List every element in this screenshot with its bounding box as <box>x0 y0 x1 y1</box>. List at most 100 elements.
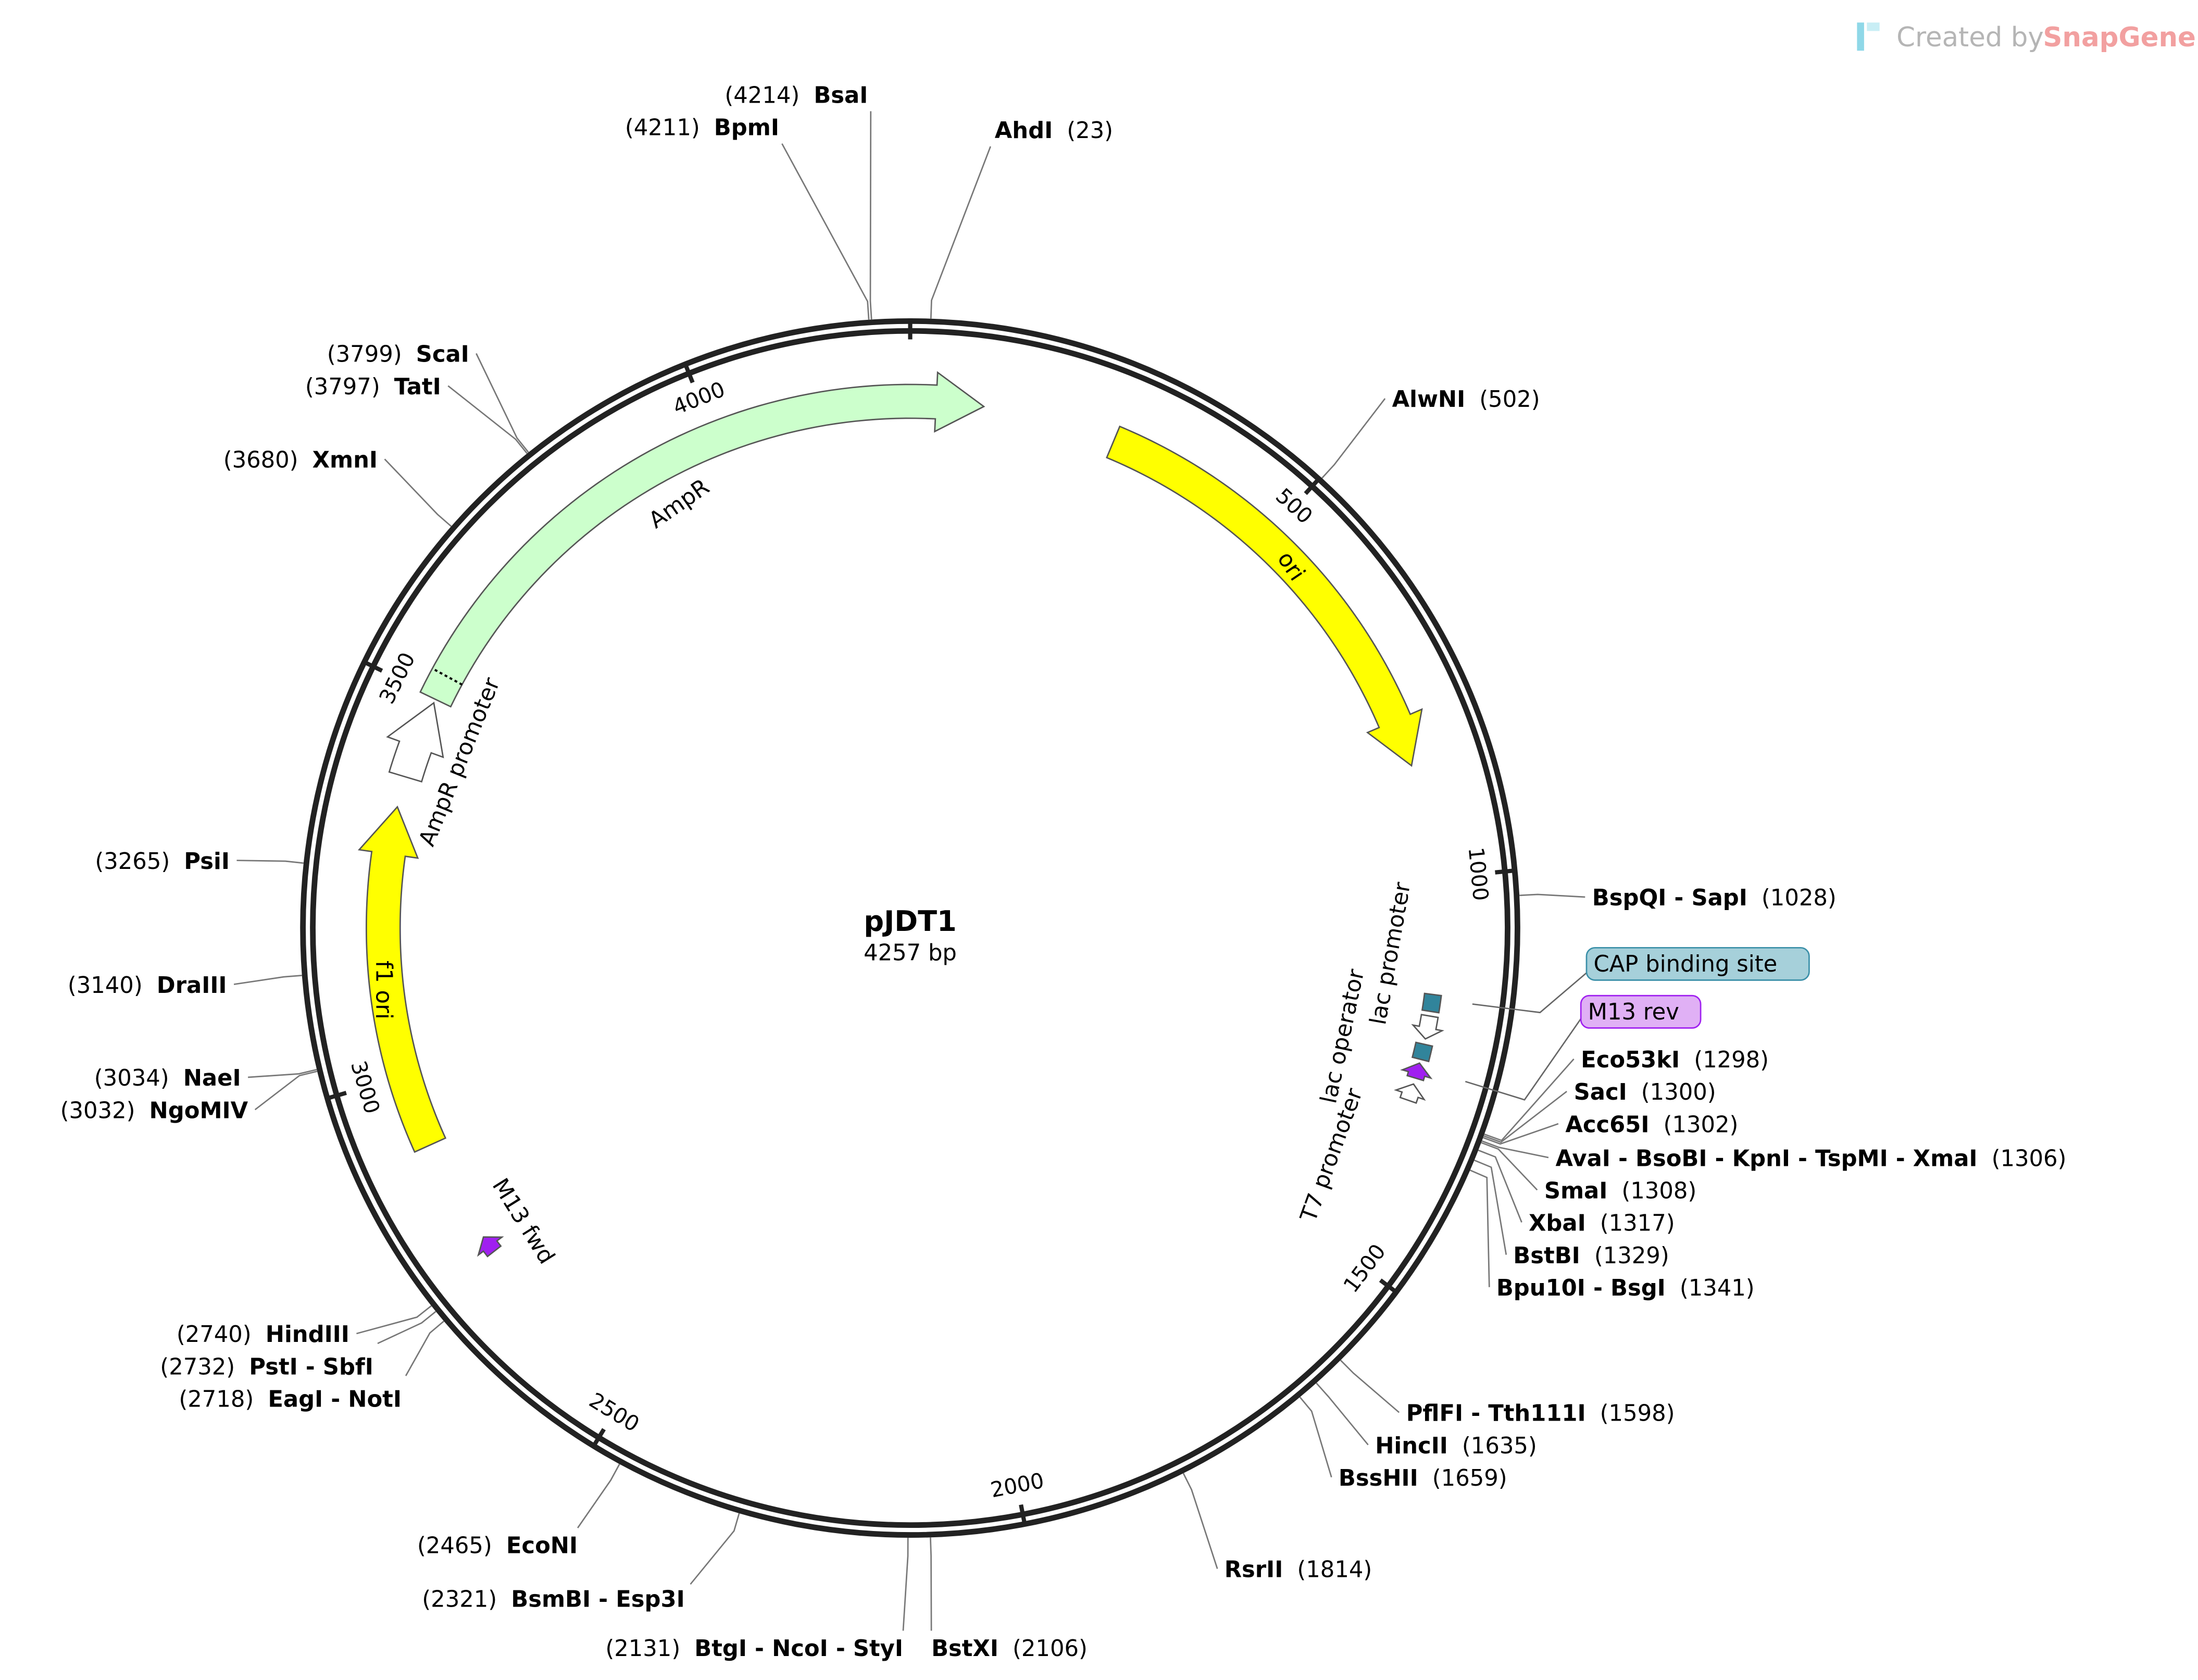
enzyme-label[interactable]: (2732)PstI - SbfI <box>160 1354 373 1380</box>
enzyme-site-btgi-ncoi-styi[interactable]: (2131)BtgI - NcoI - StyI <box>605 1636 903 1662</box>
enzyme-site-hincii[interactable]: HincII(1635) <box>1375 1433 1537 1459</box>
enzyme-label[interactable]: XbaI(1317) <box>1529 1211 1675 1237</box>
enzyme-label[interactable]: (3032)NgoMIV <box>60 1098 248 1124</box>
enzyme-label[interactable]: (2740)HindIII <box>177 1322 349 1348</box>
enzyme-label[interactable]: (3265)PsiI <box>95 849 230 875</box>
feature-ampr[interactable] <box>419 371 985 708</box>
enzyme-label[interactable]: AhdI(23) <box>995 118 1113 144</box>
enzyme-site-smai[interactable]: SmaI(1308) <box>1544 1178 1696 1204</box>
enzyme-name: HindIII <box>266 1322 349 1348</box>
feature-m13-rev[interactable] <box>1400 1062 1433 1081</box>
enzyme-leader-line <box>1469 1169 1490 1287</box>
enzyme-label[interactable]: BstBI(1329) <box>1513 1243 1669 1269</box>
enzyme-site-psii[interactable]: (3265)PsiI <box>95 849 230 875</box>
enzyme-site-bstxi[interactable]: BstXI(2106) <box>931 1636 1088 1662</box>
tick-mark <box>327 1090 347 1101</box>
enzyme-site-eagi-noti[interactable]: (2718)EagI - NotI <box>179 1387 402 1413</box>
enzyme-label[interactable]: BspQI - SapI (1028) <box>1592 885 1837 911</box>
enzyme-site-alwni[interactable]: AlwNI(502) <box>1392 387 1540 413</box>
enzyme-label[interactable]: SacI(1300) <box>1574 1079 1716 1105</box>
enzyme-position: (1598) <box>1600 1401 1675 1427</box>
enzyme-label[interactable]: (2131)BtgI - NcoI - StyI <box>605 1636 903 1662</box>
enzyme-label[interactable]: (3797)TatI <box>305 374 441 400</box>
enzyme-site-bpmi[interactable]: (4211)BpmI <box>625 115 779 141</box>
feature-t7-promoter[interactable] <box>1394 1083 1426 1104</box>
enzyme-site-ngomiv[interactable]: (3032)NgoMIV <box>60 1098 248 1124</box>
enzyme-site-scai[interactable]: (3799)ScaI <box>327 342 469 368</box>
enzyme-label[interactable]: AvaI - BsoBI - KpnI - TspMI - XmaI(1306) <box>1555 1146 2066 1172</box>
enzyme-site-bsmbi-esp3i[interactable]: (2321)BsmBI - Esp3I <box>422 1586 684 1612</box>
feature-f1-ori[interactable] <box>357 805 447 1153</box>
enzyme-name: PsiI <box>184 849 230 875</box>
feature-ampr-promoter[interactable] <box>386 701 444 783</box>
enzyme-site-saci[interactable]: SacI(1300) <box>1574 1079 1716 1105</box>
enzyme-label[interactable]: (2465)EcoNI <box>417 1533 578 1559</box>
feature-label-m13-fwd: M13 fwd <box>487 1174 560 1268</box>
enzyme-site-tati[interactable]: (3797)TatI <box>305 374 441 400</box>
feature-ori[interactable] <box>1106 425 1423 767</box>
enzyme-label[interactable]: RsrII(1814) <box>1225 1557 1372 1583</box>
enzyme-label[interactable]: (2718)EagI - NotI <box>179 1387 402 1413</box>
enzyme-site-bpu10i-bsgi[interactable]: Bpu10I - BsgI(1341) <box>1496 1275 1755 1301</box>
enzyme-label[interactable]: Eco53kI(1298) <box>1581 1047 1769 1073</box>
enzyme-leader-line <box>781 143 870 320</box>
enzyme-name: XbaI <box>1529 1211 1586 1237</box>
enzyme-site-xmni[interactable]: (3680)XmnI <box>223 447 378 473</box>
enzyme-site-xbai[interactable]: XbaI(1317) <box>1529 1211 1675 1237</box>
enzyme-label[interactable]: (2321)BsmBI - Esp3I <box>422 1586 684 1612</box>
enzyme-label[interactable]: PflFI - Tth111I(1598) <box>1406 1401 1675 1427</box>
enzyme-position: (1028) <box>1762 885 1837 911</box>
enzyme-label[interactable]: (3799)ScaI <box>327 342 469 368</box>
enzyme-label[interactable]: BssHII(1659) <box>1339 1465 1507 1491</box>
enzyme-site-psti-sbfi[interactable]: (2732)PstI - SbfI <box>160 1354 373 1380</box>
enzyme-label[interactable]: BstXI(2106) <box>931 1636 1088 1662</box>
tick-mark <box>1019 1504 1027 1525</box>
enzyme-site-econi[interactable]: (2465)EcoNI <box>417 1533 578 1559</box>
enzyme-label[interactable]: (4211)BpmI <box>625 115 779 141</box>
enzyme-position: (1308) <box>1621 1178 1696 1204</box>
feature-lac-promoter[interactable] <box>1411 1014 1444 1040</box>
enzyme-label[interactable]: (3140)DraIII <box>68 973 227 999</box>
enzyme-label[interactable]: (4214)BsaI <box>725 82 868 108</box>
enzyme-leader-line <box>476 353 529 453</box>
enzyme-site-pflfi-tth111i[interactable]: PflFI - Tth111I(1598) <box>1406 1401 1675 1427</box>
enzyme-leader-line <box>1484 1058 1575 1141</box>
tick-mark <box>363 660 383 673</box>
enzyme-site-naei[interactable]: (3034)NaeI <box>94 1065 241 1091</box>
enzyme-name: BspQI - SapI <box>1592 885 1747 911</box>
enzyme-leader-line <box>869 111 872 320</box>
enzyme-leader-line <box>1321 398 1386 479</box>
enzyme-site-rsrii[interactable]: RsrII(1814) <box>1225 1557 1372 1583</box>
enzyme-label[interactable]: (3034)NaeI <box>94 1065 241 1091</box>
enzyme-position: (3140) <box>68 973 143 999</box>
enzyme-name: ScaI <box>416 342 469 368</box>
enzyme-site-avai-bsobi-kpni-tspmi-xmai[interactable]: AvaI - BsoBI - KpnI - TspMI - XmaI(1306) <box>1555 1146 2066 1172</box>
enzyme-site-ahdi[interactable]: AhdI(23) <box>995 118 1113 144</box>
enzyme-name: XmnI <box>313 447 378 473</box>
m13rev-callout-box <box>1580 994 1702 1029</box>
feature-cap-binding-site[interactable] <box>1421 992 1442 1014</box>
enzyme-position: (3797) <box>305 374 380 400</box>
enzyme-label[interactable]: HincII(1635) <box>1375 1433 1537 1459</box>
enzyme-site-hindiii[interactable]: (2740)HindIII <box>177 1322 349 1348</box>
feature-label-lac-promoter: lac promoter <box>1365 880 1416 1027</box>
m13rev-callout-line <box>1465 1016 1583 1101</box>
enzyme-site-acc65i[interactable]: Acc65I(1302) <box>1565 1112 1738 1138</box>
enzyme-label[interactable]: Bpu10I - BsgI(1341) <box>1496 1275 1755 1301</box>
enzyme-label[interactable]: (3680)XmnI <box>223 447 378 473</box>
enzyme-site-bspqi-sapi[interactable]: BspQI - SapI (1028) <box>1592 885 1837 911</box>
enzyme-site-draiii[interactable]: (3140)DraIII <box>68 973 227 999</box>
watermark-prefix: Created by <box>1896 22 2044 53</box>
feature-lac-operator[interactable] <box>1411 1041 1433 1063</box>
enzyme-leader-line <box>1340 1360 1400 1413</box>
enzyme-site-bstbi[interactable]: BstBI(1329) <box>1513 1243 1669 1269</box>
tick-mark <box>683 363 695 383</box>
enzyme-site-bsai[interactable]: (4214)BsaI <box>725 82 868 108</box>
enzyme-label[interactable]: AlwNI(502) <box>1392 387 1540 413</box>
feature-m13-fwd[interactable] <box>477 1236 504 1258</box>
tick-label: 2000 <box>989 1468 1046 1503</box>
enzyme-label[interactable]: Acc65I(1302) <box>1565 1112 1738 1138</box>
enzyme-site-eco53ki[interactable]: Eco53kI(1298) <box>1581 1047 1769 1073</box>
enzyme-label[interactable]: SmaI(1308) <box>1544 1178 1696 1204</box>
enzyme-site-bsshii[interactable]: BssHII(1659) <box>1339 1465 1507 1491</box>
